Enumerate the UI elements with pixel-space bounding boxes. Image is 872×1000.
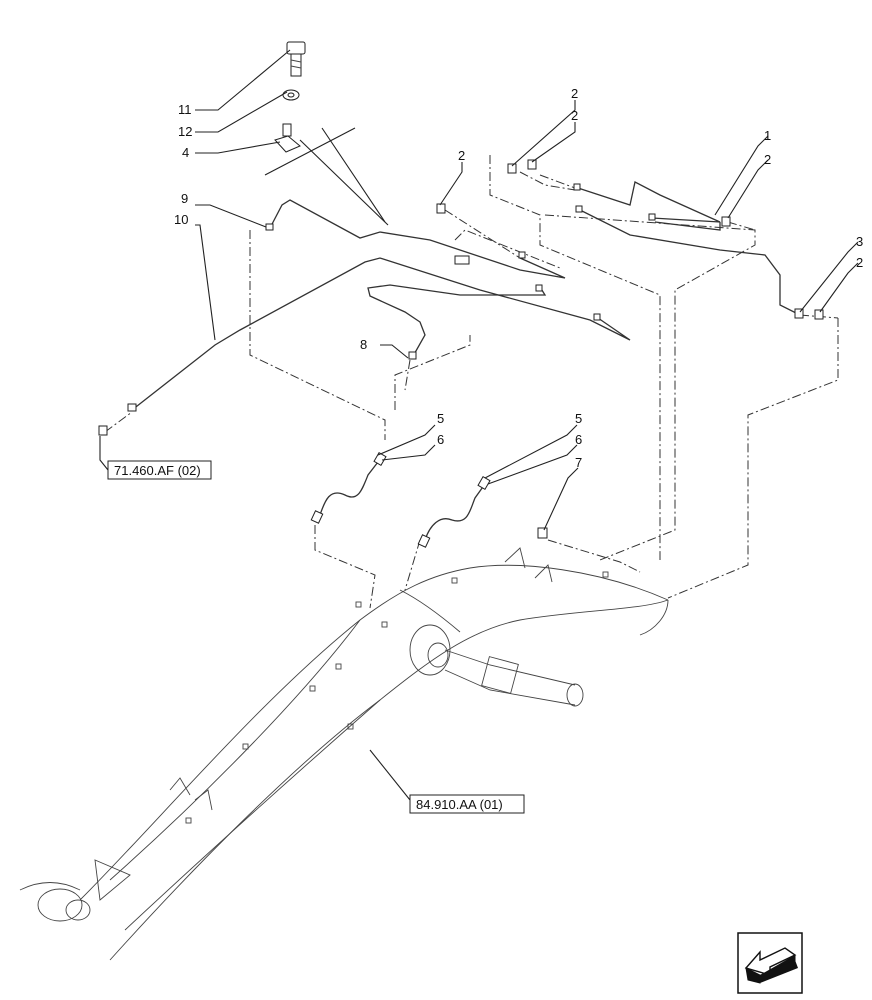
ref-left-label[interactable]: 71.460.AF (02) [114,463,201,478]
callout-3: 3 [856,234,863,249]
boom-arm [19,547,669,961]
callout-labels: 11 12 4 9 10 8 2 2 2 1 2 3 2 5 6 5 6 7 [174,86,863,470]
fitting-3 [794,308,804,319]
bolt-part-11 [286,41,306,77]
fitting-2-a [507,163,517,174]
callout-2-left: 2 [458,148,465,163]
hydraulic-pipes [131,181,801,411]
callout-2-top-a: 2 [571,86,578,101]
fitting-7 [537,527,548,539]
callout-9: 9 [181,191,188,206]
callout-2-far-right: 2 [856,255,863,270]
fitting-9 [265,223,274,231]
hoses [310,451,491,548]
fitting-10 [127,403,137,412]
callout-12: 12 [178,124,192,139]
fitting-2-b [527,159,537,170]
reference-link-71-460[interactable]: 71.460.AF (02) [107,460,212,480]
callout-11: 11 [178,102,192,117]
callout-4: 4 [182,145,189,160]
washer-part-12 [282,89,300,101]
ref-bottom-label[interactable]: 84.910.AA (01) [416,797,503,812]
fitting-8 [408,351,417,360]
arrow-back-icon[interactable] [737,932,803,994]
callout-2-top-b: 2 [571,108,578,123]
fitting-2-right [721,216,731,227]
callout-2-right: 2 [764,152,771,167]
callout-7: 7 [575,455,582,470]
reference-link-84-910[interactable]: 84.910.AA (01) [409,794,525,814]
leader-lines [99,49,859,801]
callout-5-left: 5 [437,411,444,426]
callout-6-right: 6 [575,432,582,447]
callout-5-right: 5 [575,411,582,426]
callout-10: 10 [174,212,188,227]
clamp-part-4 [274,123,301,153]
callout-1: 1 [764,128,771,143]
fitting-2-left [436,203,446,214]
fitting-ref-left [98,425,108,436]
callout-6-left: 6 [437,432,444,447]
fitting-2-far-right [814,309,824,320]
callout-8: 8 [360,337,367,352]
